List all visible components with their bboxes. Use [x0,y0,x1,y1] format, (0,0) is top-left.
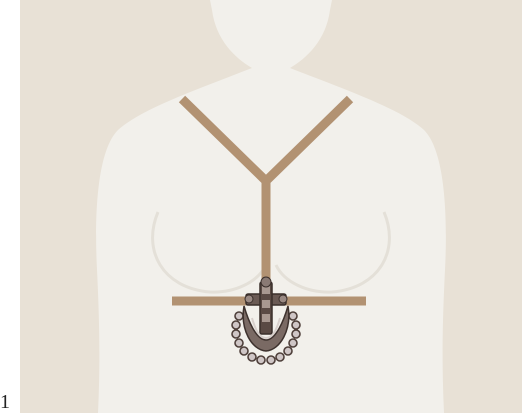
mannequin-torso [96,0,446,413]
figure-number: 1 [0,391,10,413]
figure-panel [20,0,522,413]
harness-figure-illustration [20,0,522,413]
